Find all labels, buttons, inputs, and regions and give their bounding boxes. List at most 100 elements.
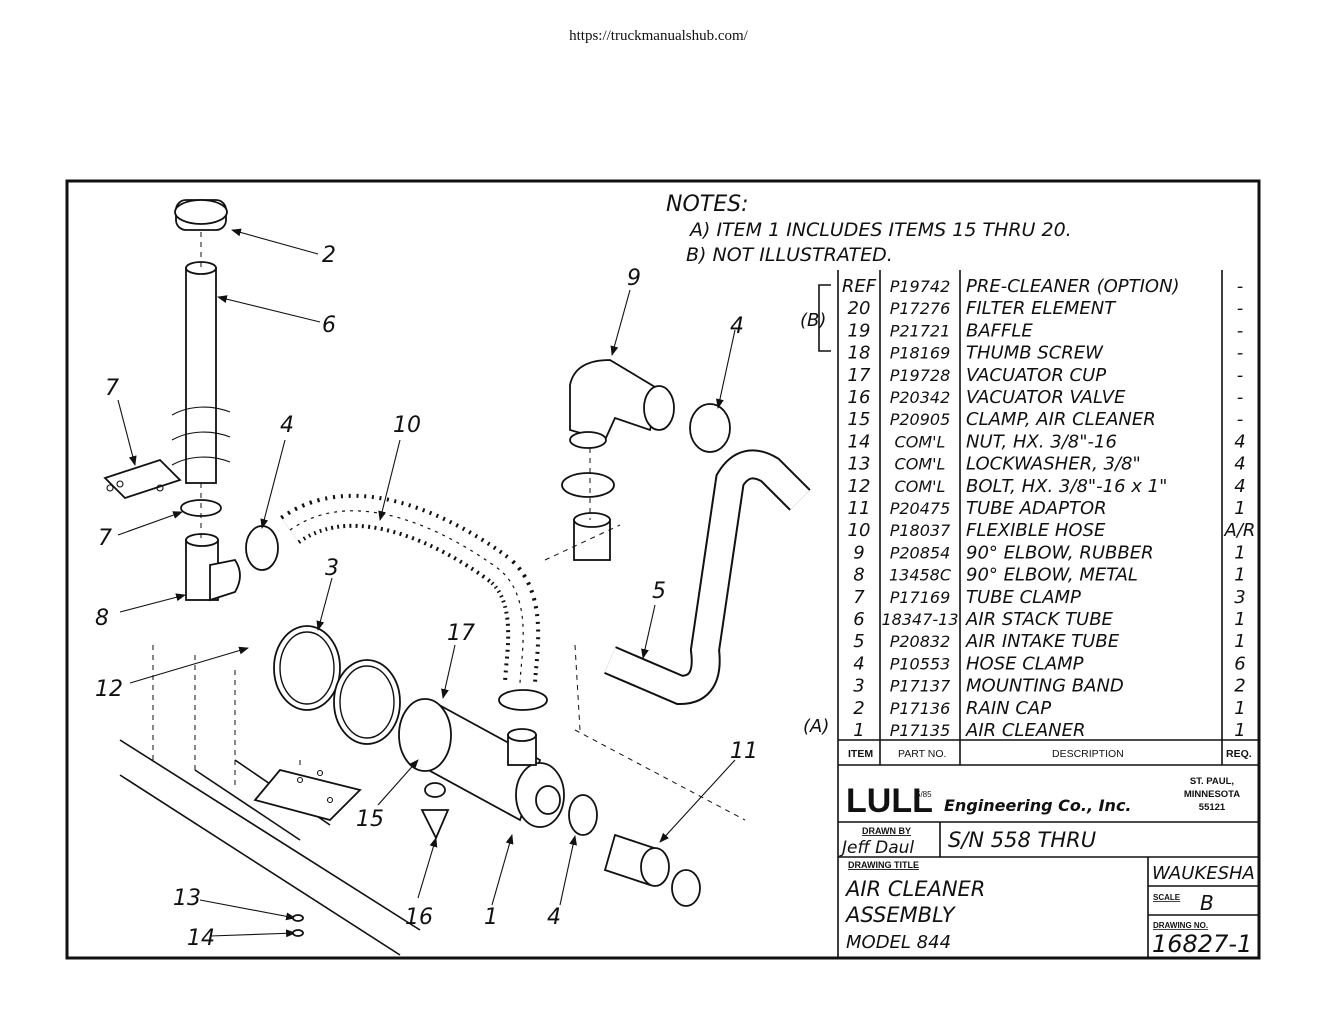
parts-row-item: 7 bbox=[853, 587, 865, 608]
parts-row-item: 16 bbox=[848, 387, 871, 408]
drawing-title-label: DRAWING TITLE bbox=[848, 860, 919, 870]
parts-row-item: 3 bbox=[853, 676, 864, 697]
drawing-no-label: DRAWING NO. bbox=[1153, 921, 1208, 930]
callout-4-lower: 4 bbox=[547, 905, 561, 930]
header-req: REQ. bbox=[1226, 748, 1252, 760]
title-block: LULL 5/85 Engineering Co., Inc. ST. PAUL… bbox=[838, 776, 1259, 958]
drawing-border bbox=[65, 179, 1261, 960]
tube-clamp-bracket bbox=[103, 458, 182, 500]
bracket-b-label: (B) bbox=[800, 310, 826, 331]
lockwasher bbox=[292, 914, 304, 922]
parts-row-part: 18347-13 bbox=[881, 610, 958, 629]
callout-4-left: 4 bbox=[280, 413, 294, 438]
parts-row-item: 12 bbox=[848, 476, 871, 497]
callout-17: 17 bbox=[447, 621, 475, 646]
callout-3: 3 bbox=[325, 556, 339, 581]
parts-row-part: P17137 bbox=[890, 677, 951, 696]
parts-row-desc: FLEXIBLE HOSE bbox=[966, 520, 1106, 541]
parts-row-item: REF bbox=[842, 276, 877, 297]
company-name: Engineering Co., Inc. bbox=[944, 796, 1132, 815]
drawn-by-signature: Jeff Daul bbox=[839, 838, 914, 858]
parts-row-desc: VACUATOR CUP bbox=[966, 365, 1106, 386]
parts-row-req: - bbox=[1237, 320, 1244, 341]
parts-row-desc: AIR INTAKE TUBE bbox=[965, 631, 1120, 652]
hose-clamp-under-elbow bbox=[561, 472, 615, 498]
parts-row-req: 1 bbox=[1234, 609, 1245, 630]
company-logo: LULL bbox=[846, 782, 933, 820]
parts-row-desc: TUBE CLAMP bbox=[966, 587, 1081, 608]
parts-row-part: P17169 bbox=[890, 588, 951, 607]
parts-row-req: 1 bbox=[1234, 698, 1245, 719]
source-url: https://truckmanualshub.com/ bbox=[569, 28, 748, 44]
parts-row-desc: BOLT, HX. 3/8"-16 x 1" bbox=[966, 476, 1167, 497]
parts-row-part: P17136 bbox=[890, 699, 951, 718]
callout-10: 10 bbox=[393, 413, 421, 438]
callout-8: 8 bbox=[95, 606, 109, 631]
parts-row-part: P20905 bbox=[890, 410, 951, 429]
parts-row-desc: VACUATOR VALVE bbox=[966, 387, 1126, 408]
callout-7-lower: 7 bbox=[98, 526, 112, 551]
note-a: A) ITEM 1 INCLUDES ITEMS 15 THRU 20. bbox=[688, 219, 1072, 241]
hose-clamp-body bbox=[498, 689, 548, 711]
parts-row-item: 4 bbox=[853, 653, 864, 674]
parts-row-part: P19728 bbox=[890, 366, 951, 385]
parts-row-part: P21721 bbox=[890, 321, 951, 340]
parts-row-part: P20854 bbox=[890, 543, 951, 562]
parts-row-item: 14 bbox=[848, 431, 871, 452]
frame-structure bbox=[119, 645, 421, 956]
parts-row-part: P18037 bbox=[890, 521, 951, 540]
parts-row-part: P18169 bbox=[890, 344, 951, 363]
parts-row-item: 17 bbox=[848, 365, 871, 386]
parts-row-desc: LOCKWASHER, 3/8" bbox=[966, 454, 1141, 475]
marker-a-label: (A) bbox=[803, 716, 829, 737]
drawing-title-line2: ASSEMBLY bbox=[844, 903, 957, 927]
metal-elbow bbox=[185, 533, 241, 602]
parts-row-req: 4 bbox=[1234, 431, 1245, 452]
callout-16: 16 bbox=[405, 905, 433, 930]
parts-row-item: 11 bbox=[848, 498, 871, 519]
drawing-number: 16827-1 bbox=[1152, 930, 1252, 958]
parts-row-req: 1 bbox=[1234, 631, 1245, 652]
parts-row-item: 10 bbox=[848, 520, 871, 541]
header-part-no: PART NO. bbox=[898, 748, 946, 760]
parts-row-req: 2 bbox=[1234, 676, 1245, 697]
parts-row-desc: 90° ELBOW, RUBBER bbox=[966, 542, 1154, 563]
vacuator-cup-loose bbox=[573, 512, 611, 561]
callout-7-upper: 7 bbox=[105, 376, 119, 401]
parts-row-item: 2 bbox=[853, 698, 864, 719]
parts-row-req: - bbox=[1237, 298, 1244, 319]
parts-row-item: 6 bbox=[853, 609, 864, 630]
parts-row-part: P20342 bbox=[890, 388, 951, 407]
parts-row-req: 1 bbox=[1234, 565, 1245, 586]
parts-row-item: 8 bbox=[853, 565, 864, 586]
callout-12: 12 bbox=[95, 677, 123, 702]
callout-5: 5 bbox=[652, 579, 666, 604]
header-description: DESCRIPTION bbox=[1052, 748, 1124, 760]
parts-row-req: 1 bbox=[1234, 542, 1245, 563]
hose-clamp-lower bbox=[568, 794, 598, 836]
callout-15: 15 bbox=[356, 807, 384, 832]
parts-row-part: P17276 bbox=[890, 299, 951, 318]
parts-row-part: 13458C bbox=[889, 566, 952, 585]
drawing-title-line1: AIR CLEANER bbox=[844, 877, 985, 901]
parts-row-desc: THUMB SCREW bbox=[966, 343, 1104, 364]
parts-row-req: 1 bbox=[1234, 720, 1245, 741]
parts-row-req: 1 bbox=[1234, 498, 1245, 519]
hose-clamp-right bbox=[689, 403, 731, 453]
parts-row-item: 18 bbox=[848, 343, 871, 364]
parts-row-req: A/R bbox=[1224, 520, 1256, 541]
company-zip: 55121 bbox=[1199, 802, 1226, 813]
callout-4-right: 4 bbox=[730, 314, 744, 339]
callout-6: 6 bbox=[322, 313, 336, 338]
callout-13: 13 bbox=[173, 886, 201, 911]
parts-row-desc: FILTER ELEMENT bbox=[966, 298, 1117, 319]
notes: NOTES: A) ITEM 1 INCLUDES ITEMS 15 THRU … bbox=[666, 192, 1072, 266]
parts-row-item: 5 bbox=[853, 631, 864, 652]
parts-row-req: 4 bbox=[1234, 476, 1245, 497]
nut bbox=[292, 929, 304, 937]
parts-row-part: COM'L bbox=[895, 455, 946, 474]
rubber-elbow bbox=[569, 359, 675, 449]
callout-1: 1 bbox=[484, 905, 498, 930]
mounting-bands bbox=[273, 625, 401, 745]
